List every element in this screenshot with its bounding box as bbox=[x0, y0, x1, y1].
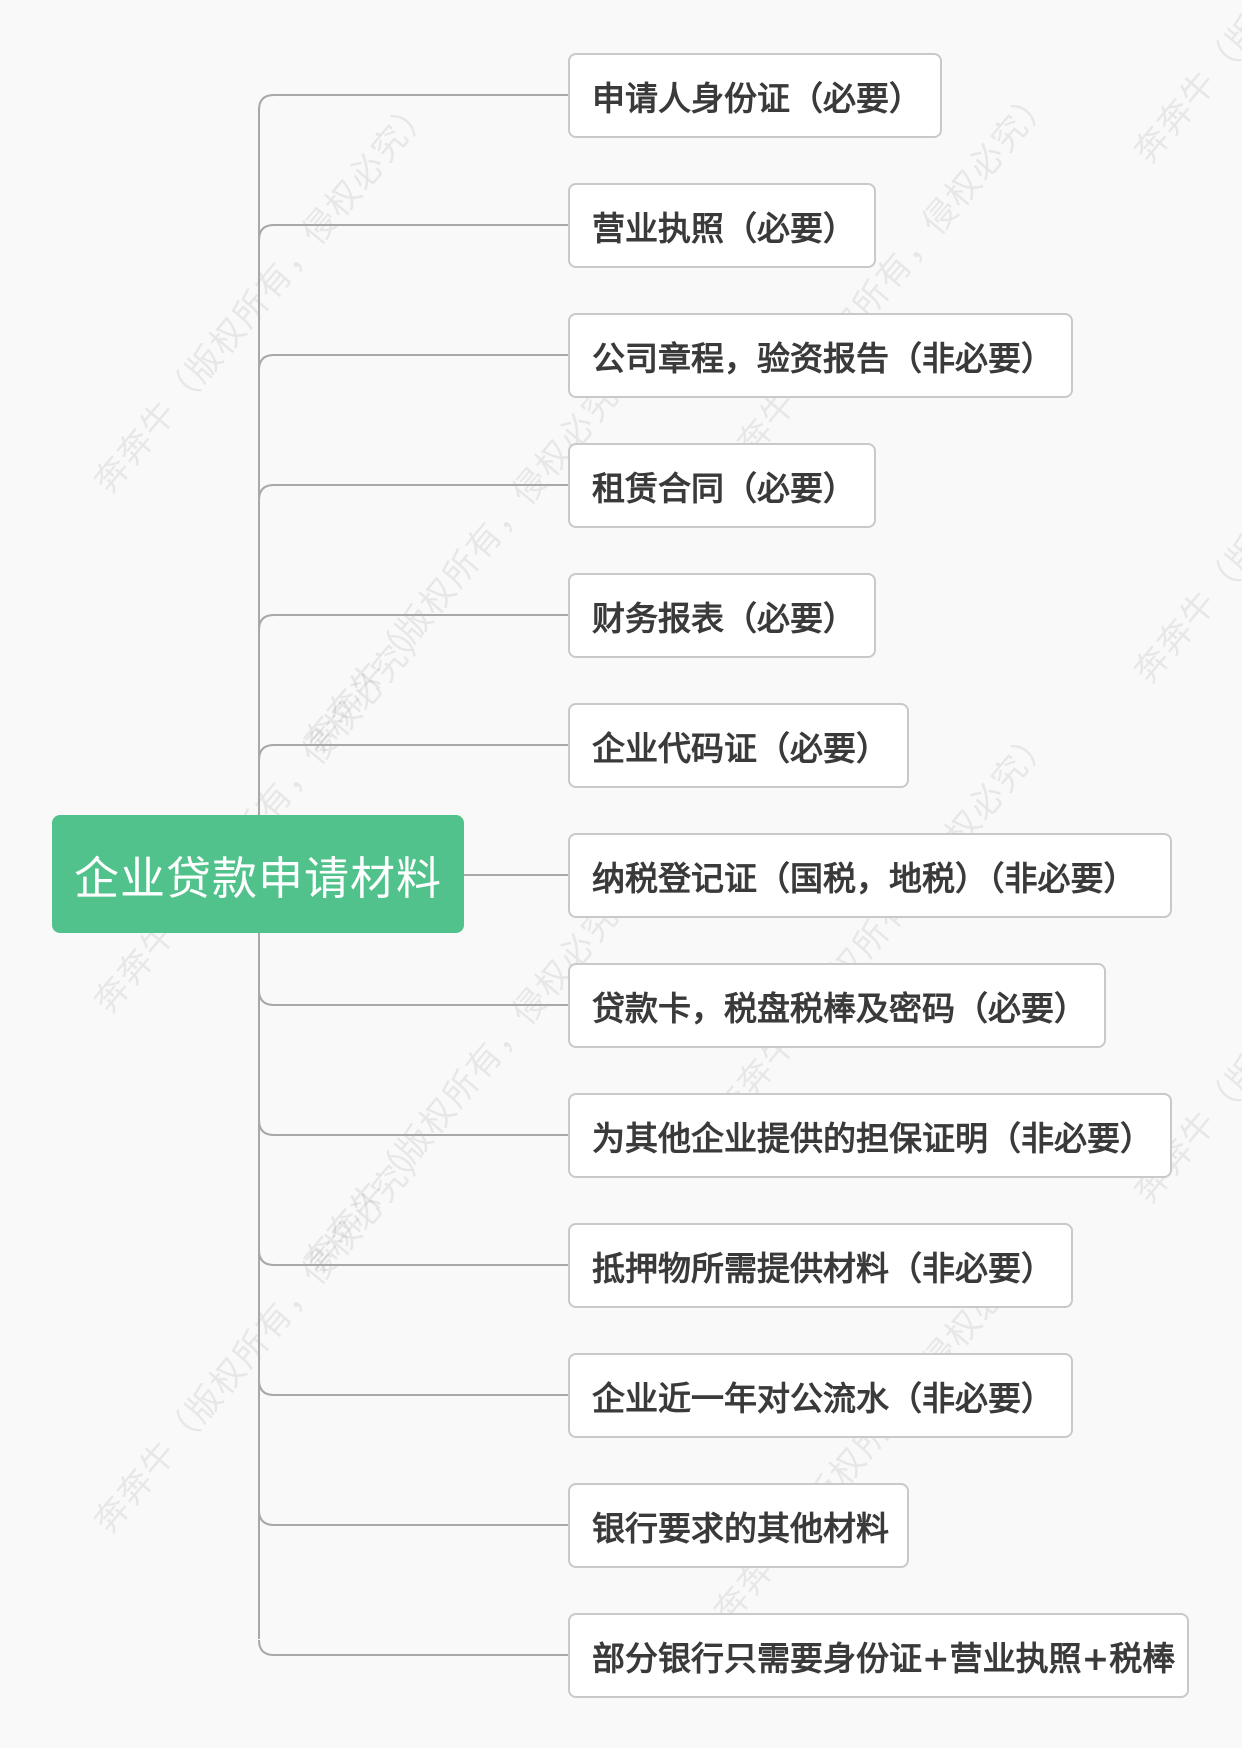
branch-connector bbox=[258, 354, 568, 371]
branch-connector bbox=[258, 1509, 568, 1526]
node-label: 申请人身份证（必要） bbox=[592, 78, 922, 118]
node-minimal-requirements[interactable]: 部分银行只需要身份证+营业执照+税棒 bbox=[568, 1613, 1189, 1698]
node-financial-statements[interactable]: 财务报表（必要） bbox=[568, 573, 876, 658]
node-lease-contract[interactable]: 租赁合同（必要） bbox=[568, 443, 876, 528]
node-org-code-cert[interactable]: 企业代码证（必要） bbox=[568, 703, 909, 788]
branch-connector bbox=[258, 1119, 568, 1136]
node-bank-statements[interactable]: 企业近一年对公流水（非必要） bbox=[568, 1353, 1073, 1438]
node-loan-card-tax-key[interactable]: 贷款卡，税盘税棒及密码（必要） bbox=[568, 963, 1106, 1048]
node-label: 公司章程，验资报告（非必要） bbox=[592, 338, 1054, 378]
branch-connector bbox=[258, 94, 568, 111]
node-articles-capital-report[interactable]: 公司章程，验资报告（非必要） bbox=[568, 313, 1073, 398]
node-label: 部分银行只需要身份证+营业执照+税棒 bbox=[592, 1638, 1176, 1678]
branch-connector bbox=[258, 989, 568, 1006]
branch-connector bbox=[258, 614, 568, 631]
node-business-license[interactable]: 营业执照（必要） bbox=[568, 183, 876, 268]
node-label: 抵押物所需提供材料（非必要） bbox=[592, 1248, 1054, 1288]
node-label: 财务报表（必要） bbox=[592, 598, 856, 638]
root-label: 企业贷款申请材料 bbox=[73, 851, 442, 905]
node-guarantee-proof[interactable]: 为其他企业提供的担保证明（非必要） bbox=[568, 1093, 1172, 1178]
node-tax-registration[interactable]: 纳税登记证（国税，地税）（非必要） bbox=[568, 833, 1172, 918]
node-label: 企业代码证（必要） bbox=[592, 728, 889, 768]
node-id-card[interactable]: 申请人身份证（必要） bbox=[568, 53, 942, 138]
branch-connector bbox=[258, 1639, 568, 1656]
node-label: 租赁合同（必要） bbox=[592, 468, 856, 508]
root-node[interactable]: 企业贷款申请材料 bbox=[52, 815, 464, 933]
node-label: 营业执照（必要） bbox=[592, 208, 856, 248]
node-collateral-materials[interactable]: 抵押物所需提供材料（非必要） bbox=[568, 1223, 1073, 1308]
node-label: 纳税登记证（国税，地税）（非必要） bbox=[592, 858, 1137, 898]
node-other-bank-materials[interactable]: 银行要求的其他材料 bbox=[568, 1483, 909, 1568]
branch-connector bbox=[258, 744, 568, 761]
branch-connector bbox=[258, 1379, 568, 1396]
node-label: 银行要求的其他材料 bbox=[592, 1508, 889, 1548]
branch-connector bbox=[258, 484, 568, 501]
node-label: 贷款卡，税盘税棒及密码（必要） bbox=[592, 988, 1087, 1028]
branch-connector bbox=[258, 1249, 568, 1266]
node-label: 企业近一年对公流水（非必要） bbox=[592, 1378, 1054, 1418]
branch-connector bbox=[258, 224, 568, 241]
node-label: 为其他企业提供的担保证明（非必要） bbox=[592, 1118, 1153, 1158]
